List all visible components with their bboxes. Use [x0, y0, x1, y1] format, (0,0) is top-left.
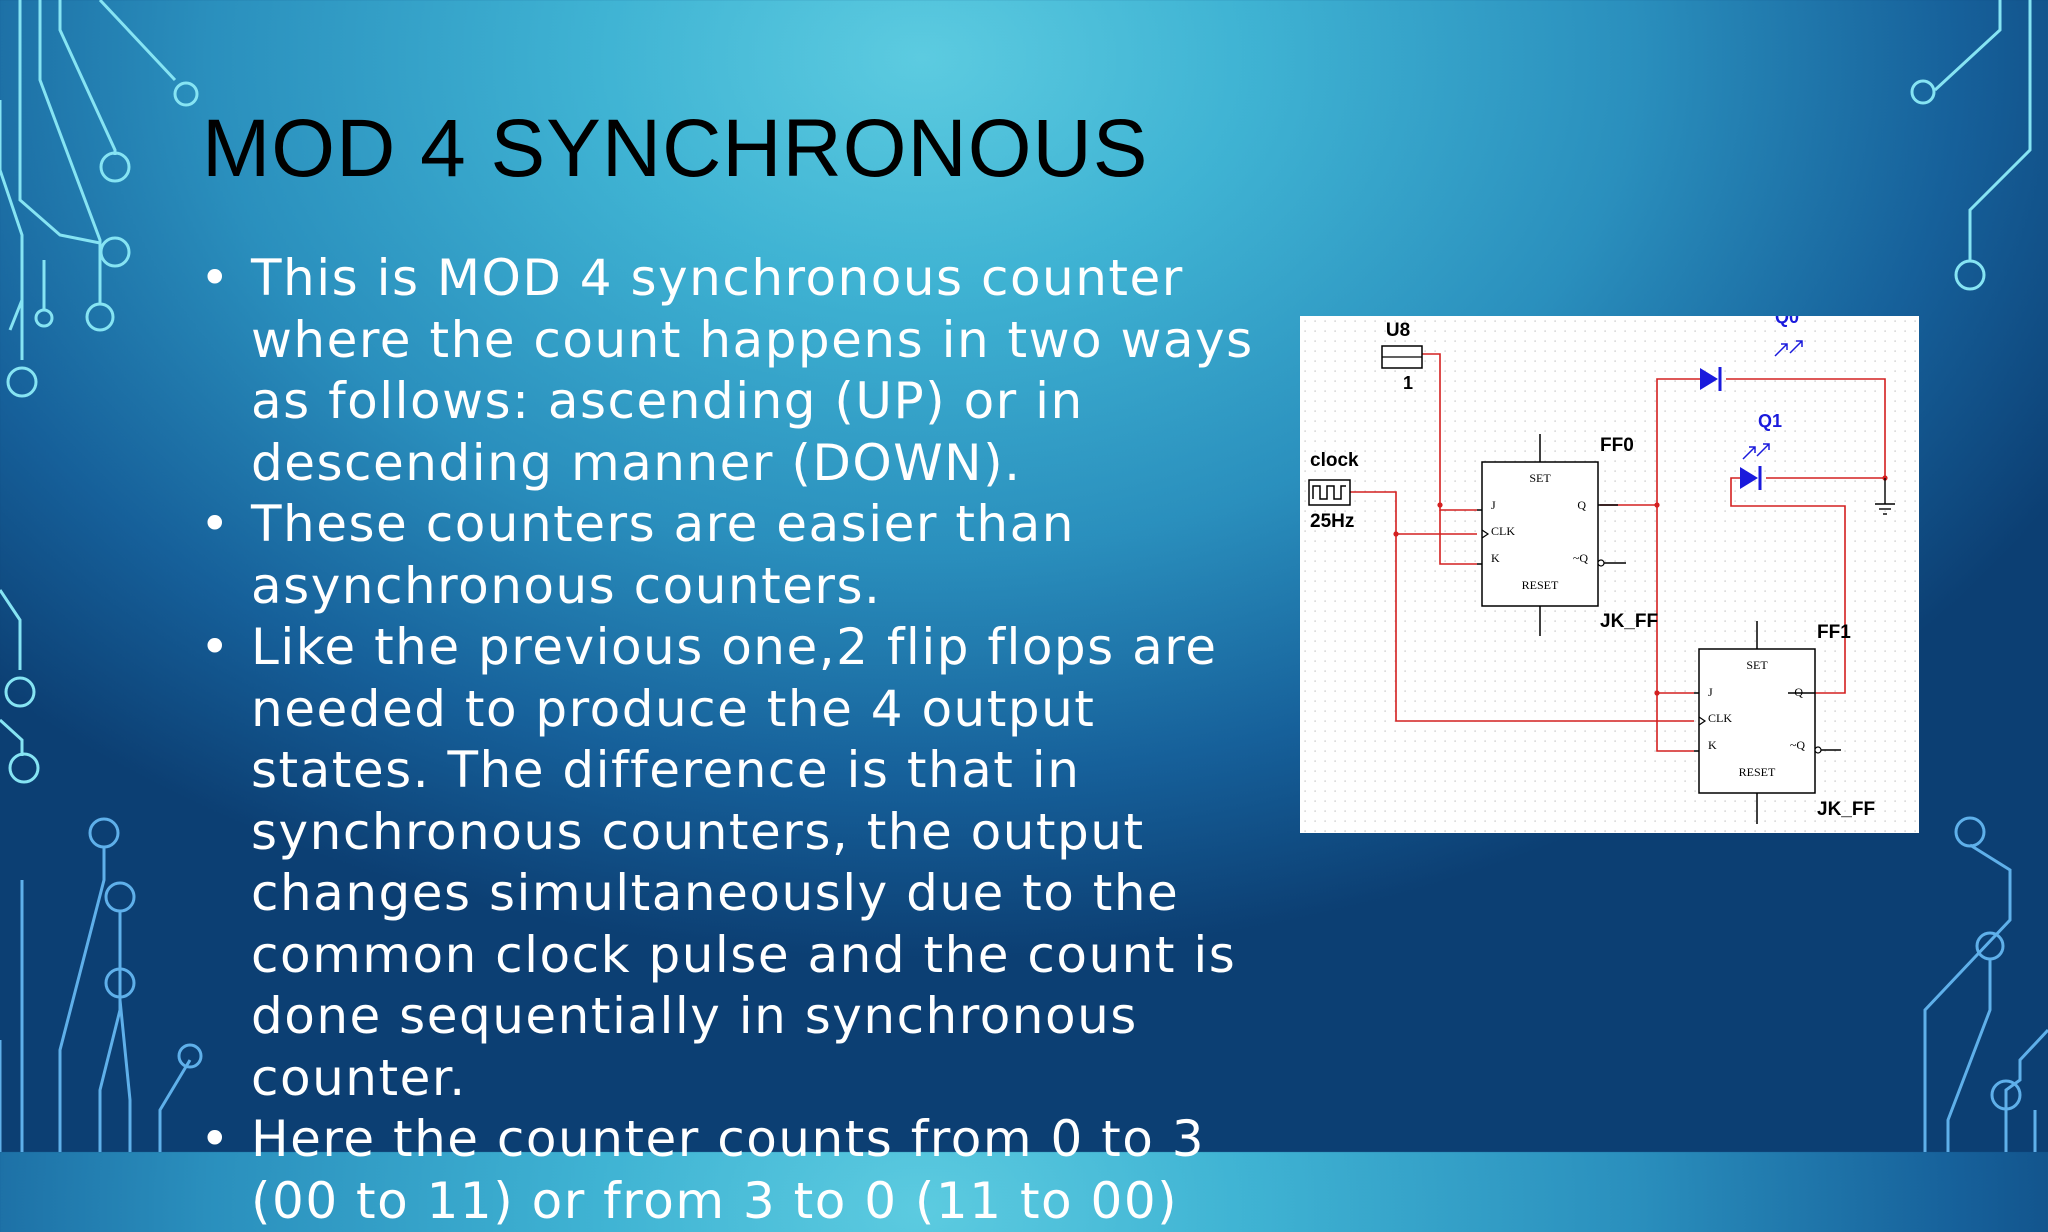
- u8-value: 1: [1403, 373, 1413, 393]
- bullet-item: Like the previous one,2 flip flops are n…: [200, 617, 1260, 1109]
- led-q1: Q1: [1740, 411, 1782, 490]
- circuit-diagram: U8 1 clock 25Hz SET J CLK K Q ~Q: [1300, 316, 1919, 833]
- led-q0: Q0: [1700, 316, 1803, 391]
- pin-clk: CLK: [1491, 524, 1515, 538]
- pin-k: K: [1491, 551, 1500, 565]
- pin-set: SET: [1529, 471, 1551, 485]
- bullet-item: These counters are easier than asynchron…: [200, 494, 1260, 617]
- clock-label: clock: [1310, 450, 1359, 471]
- pin-qbar: ~Q: [1573, 551, 1588, 565]
- pin-j: J: [1491, 498, 1496, 512]
- q1-label: Q1: [1758, 411, 1782, 431]
- bullet-item: Here the counter counts from 0 to 3 (00 …: [200, 1109, 1260, 1232]
- pin-k: K: [1708, 738, 1717, 752]
- q0-label: Q0: [1775, 316, 1799, 327]
- ff0-label: FF0: [1600, 435, 1634, 456]
- u8-source: U8 1: [1381, 320, 1423, 393]
- bullet-item: This is MOD 4 synchronous counter where …: [200, 248, 1260, 494]
- u8-label: U8: [1386, 320, 1410, 341]
- pin-q: Q: [1577, 498, 1586, 512]
- pin-set: SET: [1746, 658, 1768, 672]
- pin-reset: RESET: [1739, 765, 1776, 779]
- slide-title: MOD 4 SYNCHRONOUS: [202, 103, 1149, 194]
- ff1-type-label: JK_FF: [1817, 799, 1875, 820]
- pin-j: J: [1708, 685, 1713, 699]
- pin-clk: CLK: [1708, 711, 1732, 725]
- ff1-label: FF1: [1817, 622, 1851, 643]
- ground-symbol: [1875, 478, 1895, 515]
- bullet-list: This is MOD 4 synchronous counter where …: [200, 248, 1260, 1232]
- clock-source: clock 25Hz: [1308, 450, 1359, 532]
- flip-flop-ff1: SET J CLK K Q ~Q RESET FF1 JK_FF: [1694, 621, 1875, 824]
- wiring: [1350, 353, 1886, 752]
- circuit-decoration: [0, 0, 2048, 1152]
- clock-frequency: 25Hz: [1310, 511, 1354, 532]
- grid-background: [1300, 316, 1919, 833]
- flip-flop-ff0: SET J CLK K Q ~Q RESET FF0 JK_FF: [1477, 434, 1658, 636]
- pin-q: Q: [1794, 685, 1803, 699]
- ff0-type-label: JK_FF: [1600, 611, 1658, 632]
- pin-qbar: ~Q: [1790, 738, 1805, 752]
- pin-reset: RESET: [1522, 578, 1559, 592]
